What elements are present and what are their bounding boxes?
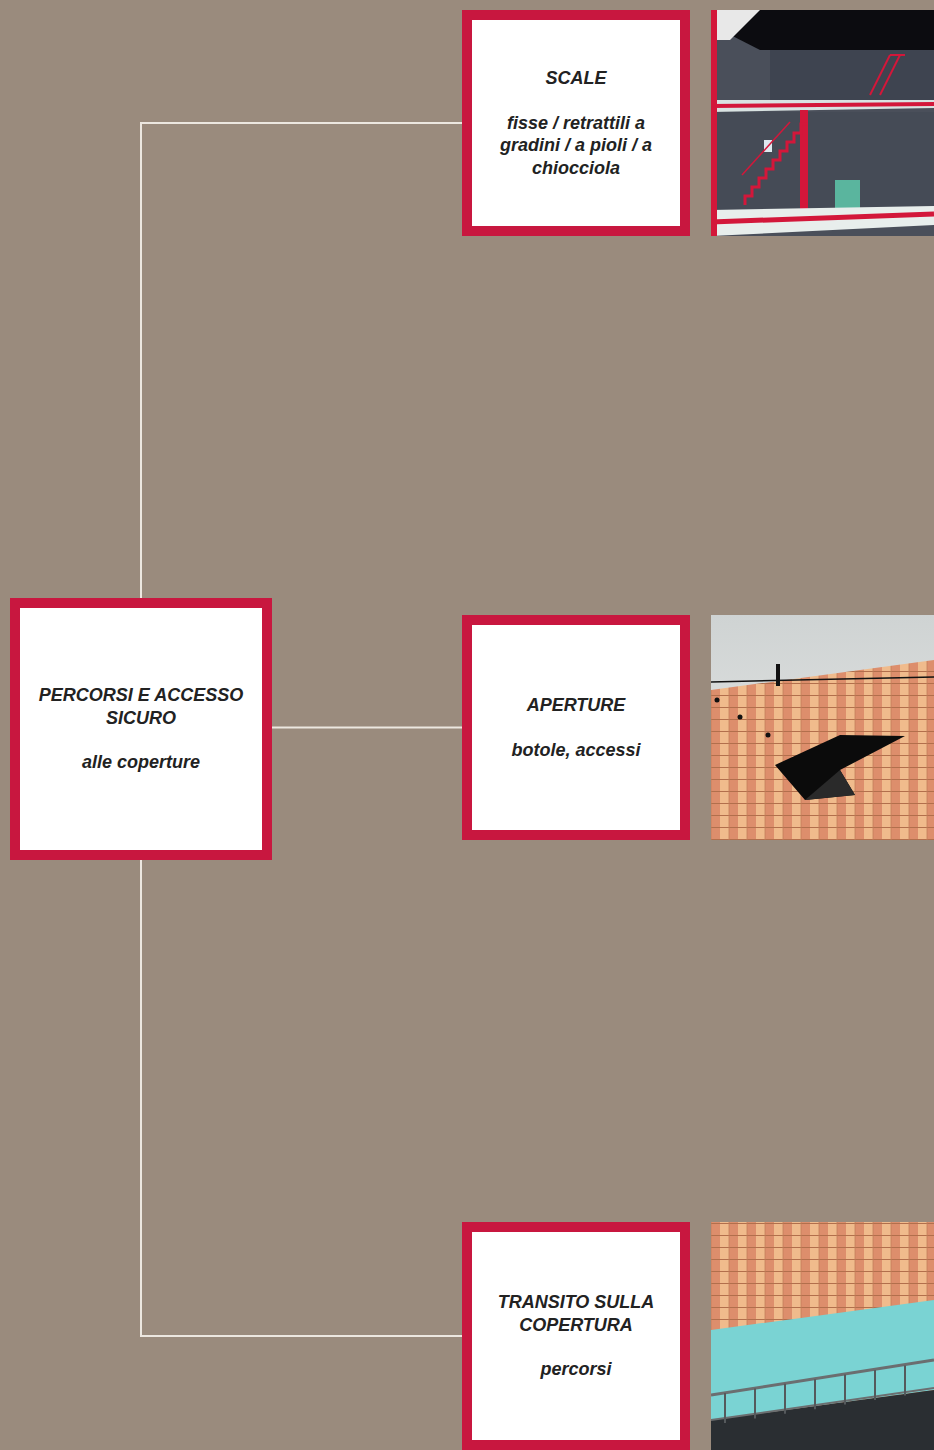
railing-post [784, 1384, 786, 1414]
railing-post [814, 1379, 816, 1409]
stair-illustration [711, 10, 934, 236]
box-heading: SCALE [545, 67, 606, 90]
box-subtitle: alle coperture [82, 751, 200, 774]
box-heading: PERCORSI E ACCESSO SICURO [32, 684, 250, 729]
box-subtitle: botole, accessi [511, 739, 640, 762]
hatch-illustration [711, 615, 934, 840]
railing-post [904, 1365, 906, 1395]
railing-post [754, 1388, 756, 1418]
railing-post [844, 1375, 846, 1405]
tree-connector [141, 860, 462, 1336]
walkway-illustration [711, 1222, 934, 1450]
tree-connector [141, 123, 462, 598]
box-subtitle: fisse / retrattili a gradini / a pioli /… [484, 112, 668, 180]
railing-post [874, 1370, 876, 1400]
category-box: SCALE fisse / retrattili a gradini / a pi… [462, 10, 690, 236]
box-heading: APERTURE [527, 694, 626, 717]
tree-connector [272, 727, 462, 729]
category-box: PERCORSI E ACCESSO SICURO alle coperture [10, 598, 272, 860]
box-heading: TRANSITO SULLA COPERTURA [484, 1291, 668, 1336]
railing-post [724, 1393, 726, 1423]
category-box: TRANSITO SULLA COPERTURA percorsi [462, 1222, 690, 1450]
category-box: APERTURE botole, accessi [462, 615, 690, 840]
box-subtitle: percorsi [540, 1358, 611, 1381]
